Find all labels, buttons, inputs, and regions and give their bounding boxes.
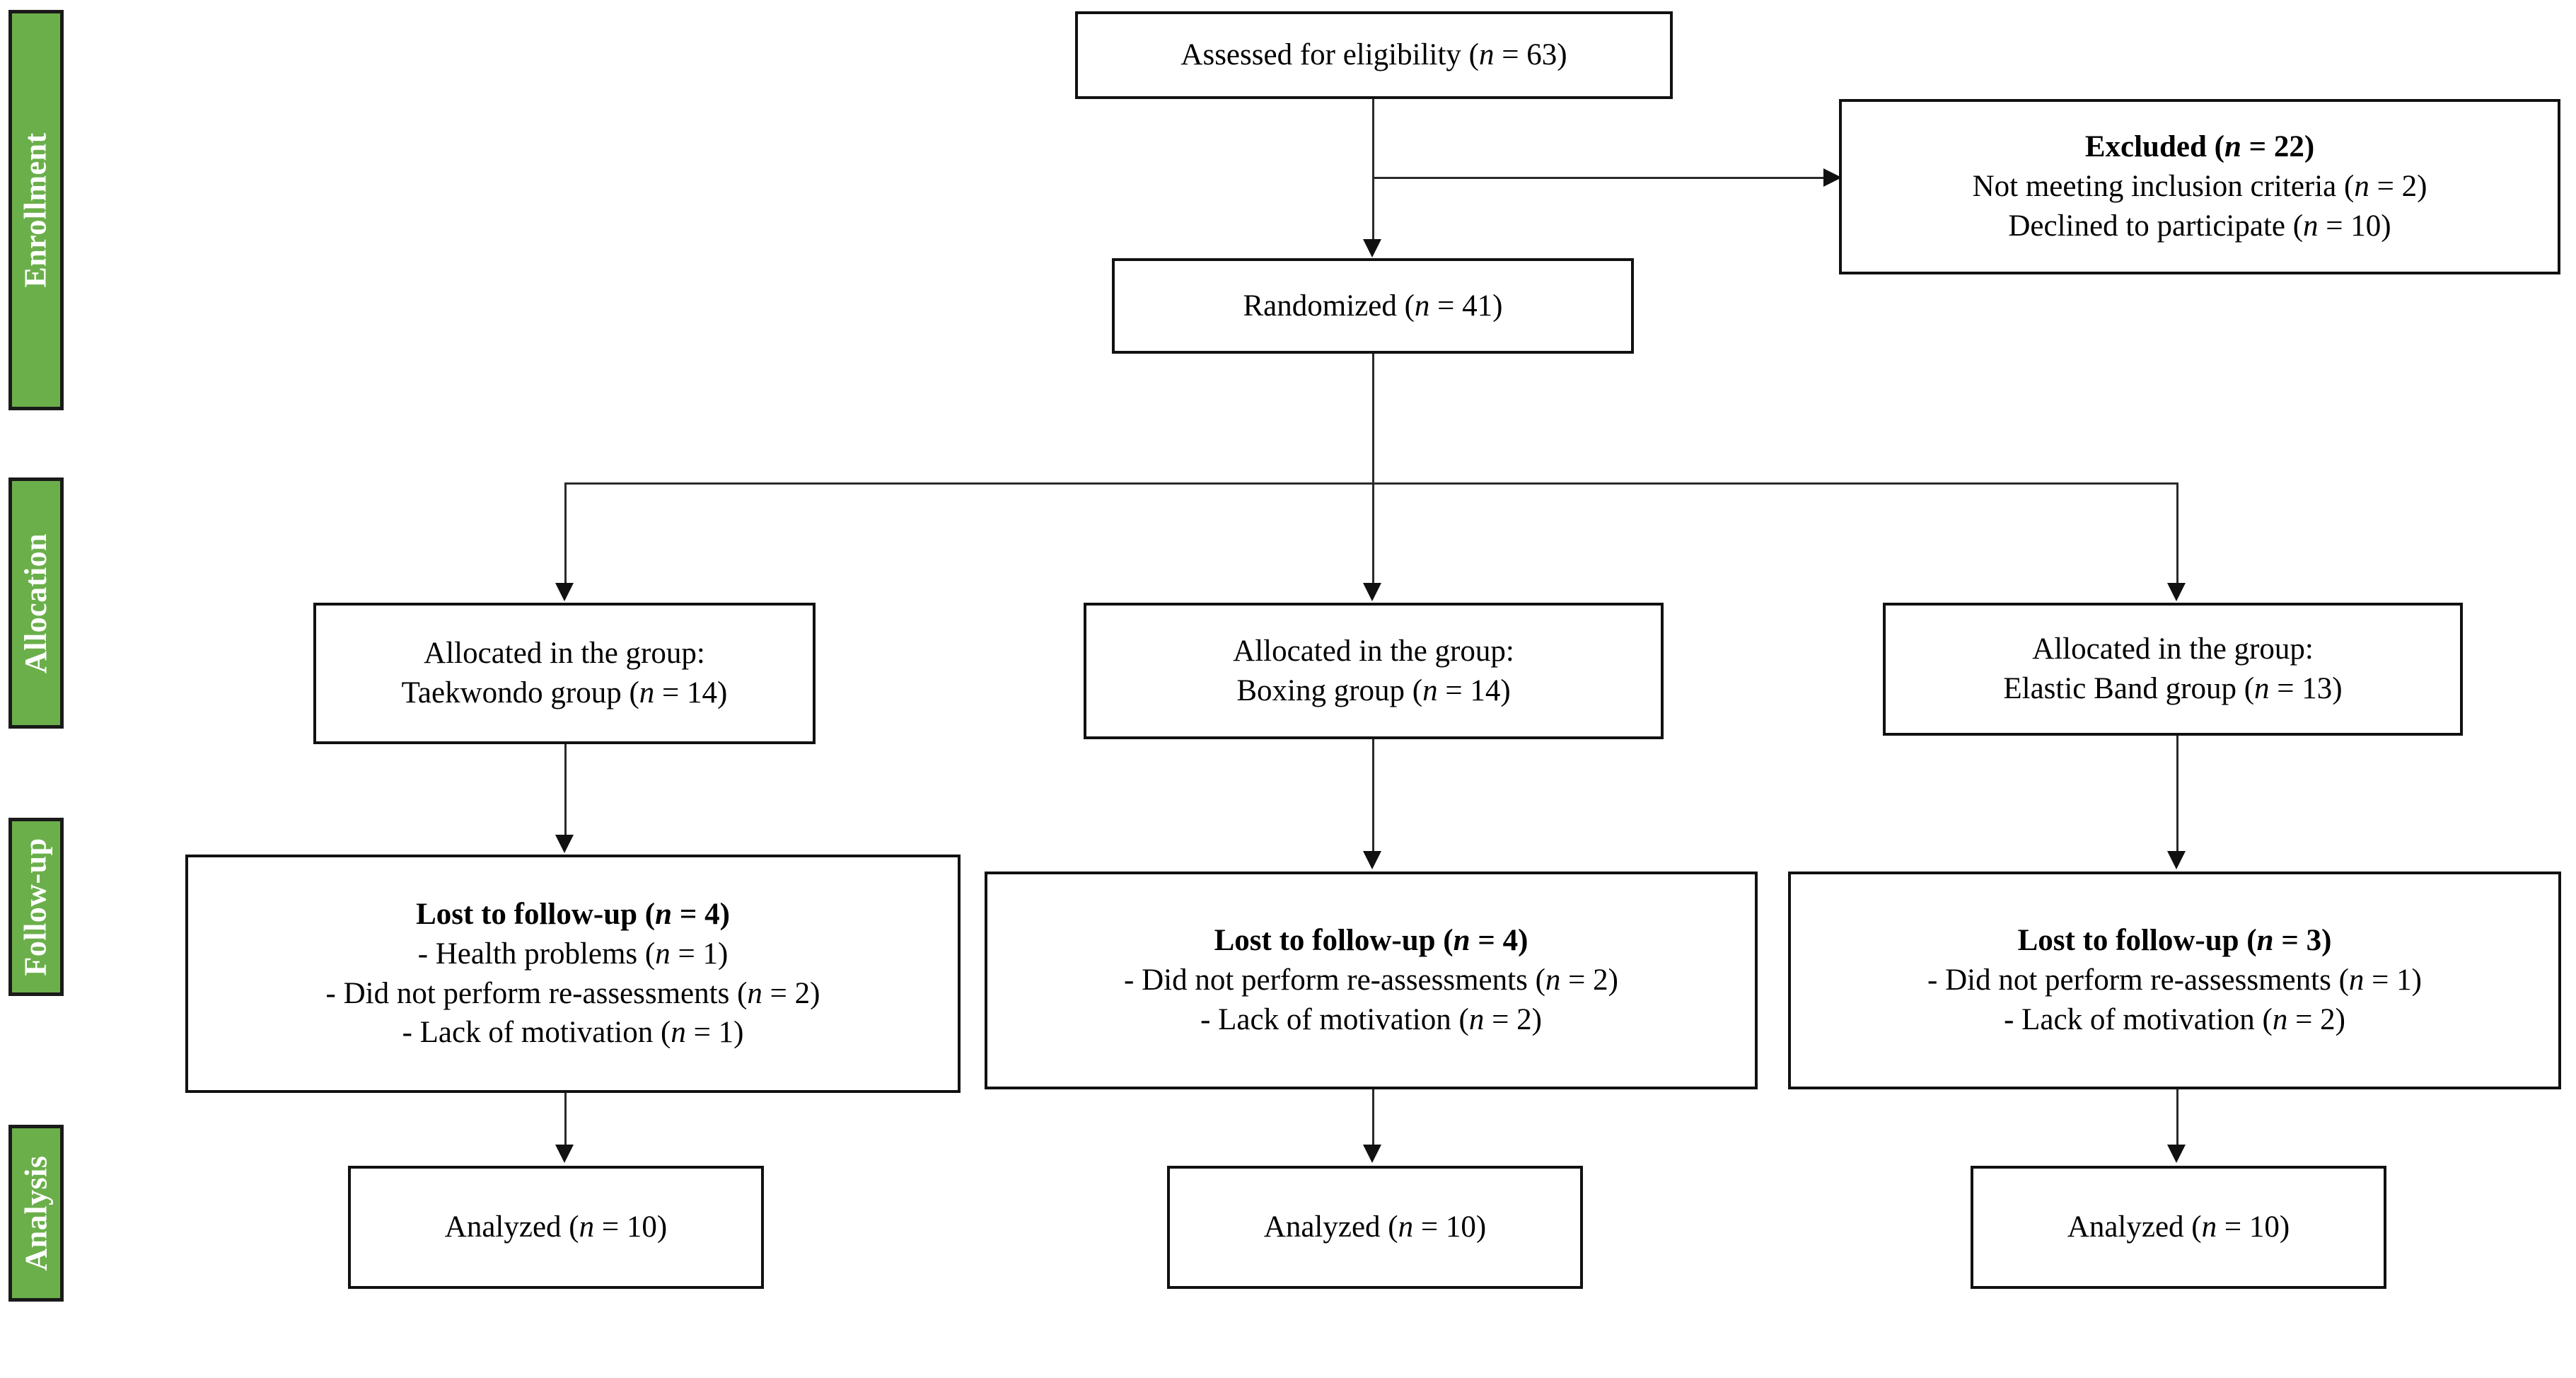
box-randomized-line-1: Randomized (n = 41) — [1243, 289, 1503, 323]
box-allocated-elastic-band-line-1: Allocated in the group: — [2032, 632, 2314, 666]
phase-bar-allocation: Allocation — [8, 477, 64, 729]
box-lost-taekwondo-line-3: - Did not perform re-assessments (n = 2) — [325, 976, 820, 1010]
connector-randomized-down — [1372, 354, 1374, 482]
arrowhead-analyzed-elastic — [2167, 1145, 2186, 1163]
connector-boxing-to-lost — [1372, 739, 1374, 852]
connector-taekwondo-to-lost — [564, 744, 567, 836]
connector-branch-to-taekwondo — [564, 482, 567, 583]
connector-assessed-to-randomized — [1372, 99, 1374, 241]
connector-allocation-branch-bar — [564, 482, 2177, 485]
box-lost-boxing-line-2: - Did not perform re-assessments (n = 2) — [1124, 963, 1618, 997]
arrowhead-analyzed-taekwondo — [555, 1145, 574, 1163]
phase-bar-analysis: Analysis — [8, 1125, 64, 1302]
box-analyzed-boxing: Analyzed (n = 10) — [1167, 1166, 1583, 1289]
phase-label-follow-up: Follow-up — [18, 838, 54, 976]
box-randomized: Randomized (n = 41) — [1112, 258, 1634, 354]
box-analyzed-taekwondo: Analyzed (n = 10) — [348, 1166, 764, 1289]
box-assessed-for-eligibility: Assessed for eligibility (n = 63) — [1075, 11, 1673, 99]
box-allocated-taekwondo-line-1: Allocated in the group: — [424, 637, 705, 671]
box-lost-taekwondo-line-4: - Lack of motivation (n = 1) — [402, 1016, 744, 1050]
arrowhead-lost-boxing — [1363, 851, 1381, 869]
phase-label-analysis: Analysis — [18, 1155, 54, 1271]
phase-bar-follow-up: Follow-up — [8, 818, 64, 996]
arrowhead-allocated-elastic — [2167, 583, 2186, 601]
box-lost-elastic-line-1: Lost to follow-up (n = 3) — [2017, 924, 2332, 958]
arrowhead-analyzed-boxing — [1363, 1145, 1381, 1163]
box-excluded-line-2: Not meeting inclusion criteria (n = 2) — [1972, 170, 2427, 204]
box-analyzed-taekwondo-line-1: Analyzed (n = 10) — [444, 1210, 668, 1244]
phase-bar-enrollment: Enrollment — [8, 10, 64, 410]
arrowhead-excluded — [1823, 168, 1842, 187]
connector-elastic-to-lost — [2176, 736, 2178, 852]
box-lost-to-follow-up-elastic-band: Lost to follow-up (n = 3) - Did not perf… — [1788, 872, 2561, 1089]
phase-label-allocation: Allocation — [18, 533, 54, 673]
arrowhead-allocated-boxing — [1363, 583, 1381, 601]
box-lost-taekwondo-line-2: - Health problems (n = 1) — [417, 937, 729, 971]
box-allocated-taekwondo: Allocated in the group: Taekwondo group … — [313, 603, 816, 744]
box-lost-elastic-line-3: - Lack of motivation (n = 2) — [2004, 1002, 2345, 1036]
box-assessed-line-1: Assessed for eligibility (n = 63) — [1180, 38, 1567, 72]
arrowhead-lost-taekwondo — [555, 835, 574, 853]
connector-lost-to-analyzed-elastic — [2176, 1089, 2178, 1146]
box-lost-boxing-line-1: Lost to follow-up (n = 4) — [1214, 924, 1528, 958]
box-allocated-elastic-band-line-2: Elastic Band group (n = 13) — [2003, 672, 2343, 705]
box-allocated-elastic-band: Allocated in the group: Elastic Band gro… — [1883, 603, 2463, 736]
box-lost-taekwondo-line-1: Lost to follow-up (n = 4) — [416, 897, 730, 931]
box-allocated-taekwondo-line-2: Taekwondo group (n = 14) — [401, 676, 728, 710]
box-allocated-boxing-line-1: Allocated in the group: — [1233, 634, 1514, 668]
box-excluded-line-1: Excluded (n = 22) — [2084, 130, 2315, 164]
connector-lost-to-analyzed-boxing — [1372, 1089, 1374, 1146]
box-analyzed-elastic-band-line-1: Analyzed (n = 10) — [2067, 1210, 2290, 1244]
box-analyzed-boxing-line-1: Analyzed (n = 10) — [1263, 1210, 1487, 1244]
box-allocated-boxing: Allocated in the group: Boxing group (n … — [1084, 603, 1664, 739]
box-lost-boxing-line-3: - Lack of motivation (n = 2) — [1200, 1002, 1542, 1036]
box-excluded: Excluded (n = 22) Not meeting inclusion … — [1839, 99, 2560, 274]
connector-assessed-to-excluded — [1372, 177, 1825, 179]
box-analyzed-elastic-band: Analyzed (n = 10) — [1971, 1166, 2386, 1289]
box-lost-to-follow-up-taekwondo: Lost to follow-up (n = 4) - Health probl… — [185, 855, 961, 1093]
connector-branch-to-boxing — [1372, 482, 1374, 583]
connector-branch-to-elastic — [2176, 482, 2178, 583]
box-allocated-boxing-line-2: Boxing group (n = 14) — [1236, 673, 1511, 707]
box-excluded-line-3: Declined to participate (n = 10) — [2008, 209, 2391, 243]
phase-label-enrollment: Enrollment — [18, 132, 53, 288]
arrowhead-randomized — [1363, 239, 1381, 257]
box-lost-to-follow-up-boxing: Lost to follow-up (n = 4) - Did not perf… — [985, 872, 1758, 1089]
box-lost-elastic-line-2: - Did not perform re-assessments (n = 1) — [1927, 963, 2422, 997]
connector-lost-to-analyzed-taekwondo — [564, 1093, 567, 1146]
arrowhead-allocated-taekwondo — [555, 583, 574, 601]
arrowhead-lost-elastic — [2167, 851, 2186, 869]
